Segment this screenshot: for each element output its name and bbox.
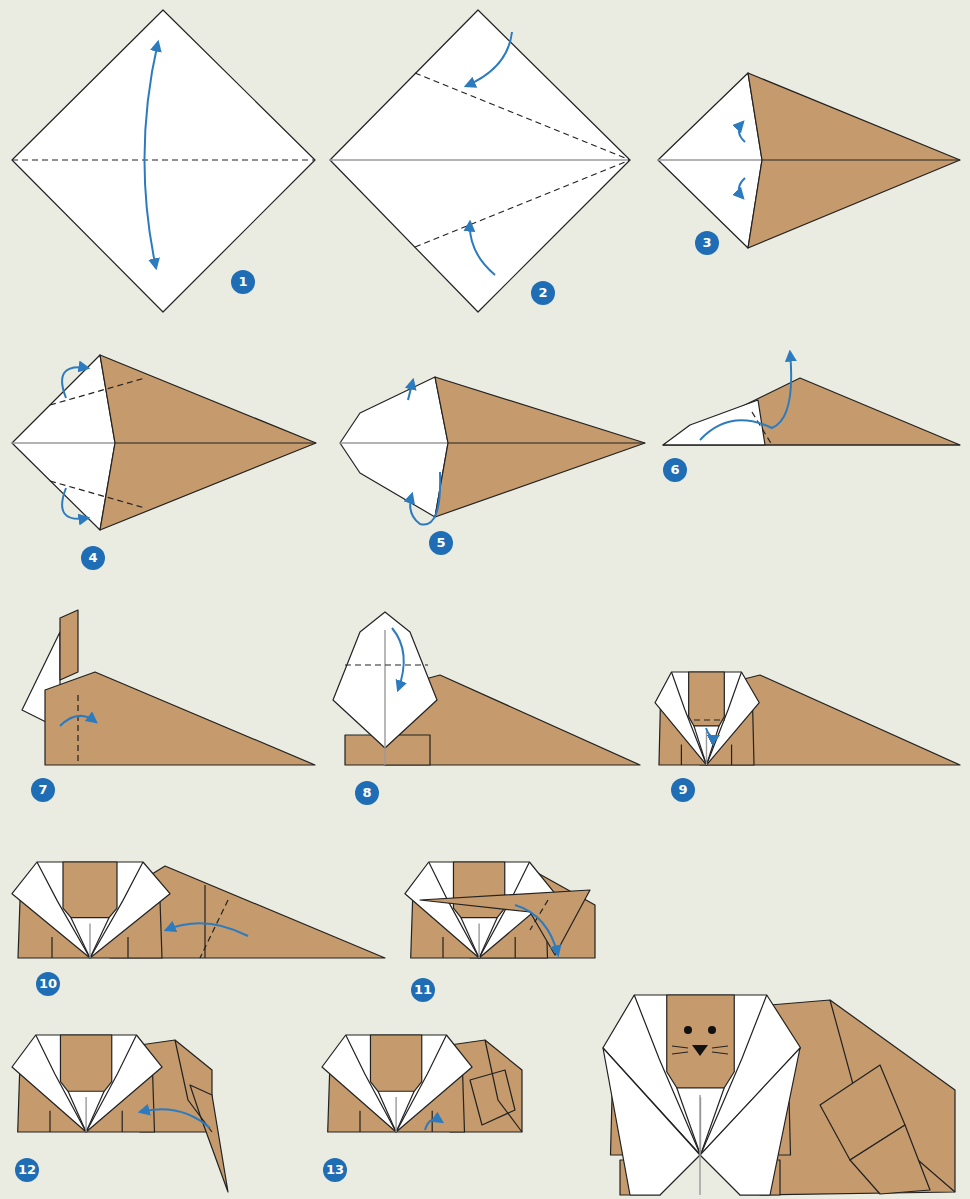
step-10-lion-part — [166, 923, 248, 936]
step-10-lion-part — [200, 900, 228, 958]
step-6-profile-part — [700, 352, 791, 440]
step-5-kite-part — [448, 442, 645, 443]
callout-number: 13 — [323, 1158, 347, 1182]
step-5-kite-part — [340, 442, 448, 443]
step-5-kite-part — [410, 472, 440, 525]
step-4-kite-part — [12, 355, 115, 530]
step-7-profile-part — [45, 672, 315, 765]
step-1-square — [12, 10, 315, 312]
step-6-profile — [663, 352, 960, 445]
step-11-lion — [405, 862, 595, 958]
step-7-profile-part — [60, 610, 78, 680]
step-2-square-part — [330, 10, 630, 312]
finished-lion-part — [684, 1026, 692, 1034]
step-12-lion-part — [140, 1109, 210, 1128]
callout-number: 8 — [355, 781, 379, 805]
callout-number: 4 — [81, 546, 105, 570]
step-12-lion-part — [12, 1035, 162, 1132]
step-2-square-part — [415, 160, 630, 247]
finished-lion-part — [672, 1046, 688, 1048]
step-5-kite — [340, 377, 645, 525]
callout-number: 7 — [31, 778, 55, 802]
step-11-lion-part — [515, 905, 558, 955]
step-11-lion-part — [420, 890, 590, 955]
step-7-profile-part — [77, 695, 78, 765]
step-4-kite-part — [62, 488, 88, 519]
callout-number: 1 — [231, 270, 255, 294]
finished-lion-part — [850, 1125, 930, 1194]
callout-number: 10 — [36, 972, 60, 996]
step-5-kite-part — [435, 377, 645, 517]
callout-number: 3 — [695, 231, 719, 255]
step-2-square-part — [470, 222, 495, 275]
callout-number: 11 — [411, 978, 435, 1002]
step-13-lion — [322, 1035, 522, 1132]
step-12-lion-part — [175, 1040, 212, 1132]
finished-lion-part — [712, 1052, 728, 1054]
finished-lion-part — [672, 1052, 688, 1054]
step-4-kite-part — [62, 367, 88, 398]
step-3-kite-part — [739, 178, 745, 198]
finished-lion-part — [699, 1095, 700, 1195]
callout-number: 9 — [671, 778, 695, 802]
step-6-profile-part — [663, 444, 960, 445]
step-9-lion — [655, 672, 960, 765]
step-5-kite-part — [408, 380, 413, 400]
step-6-profile-part — [663, 400, 765, 445]
step-2-square — [330, 10, 630, 312]
step-7-profile — [22, 610, 315, 765]
finished-lion-part — [700, 1048, 800, 1195]
finished-lion-part — [708, 1026, 716, 1034]
finished-lion — [603, 995, 955, 1195]
step-13-lion-part — [485, 1040, 522, 1132]
finished-lion-part — [692, 1045, 708, 1056]
step-3-kite-part — [739, 122, 745, 142]
step-4-kite — [12, 355, 316, 530]
step-3-kite-part — [658, 159, 762, 160]
step-7-profile-part — [60, 716, 96, 726]
finished-lion-part — [712, 1046, 728, 1048]
step-8-lion-part — [345, 664, 428, 665]
step-8-lion-part — [392, 628, 404, 690]
step-1-square-part — [12, 10, 315, 312]
step-2-square-part — [415, 73, 630, 160]
step-9-lion-part — [655, 672, 759, 765]
step-12-lion — [12, 1035, 228, 1192]
step-3-kite-part — [762, 159, 960, 160]
step-3-kite-part — [748, 73, 960, 248]
callout-number: 6 — [663, 458, 687, 482]
step-1-square-part — [12, 159, 315, 160]
step-8-lion — [333, 612, 640, 765]
step-13-lion-part — [470, 1070, 515, 1125]
step-2-square-part — [330, 159, 630, 160]
callout-number: 12 — [15, 1158, 39, 1182]
step-8-lion-part — [384, 630, 385, 765]
step-13-lion-part — [425, 1119, 442, 1130]
step-2-square-part — [466, 32, 512, 86]
step-6-profile-part — [663, 378, 960, 445]
step-4-kite-part — [115, 442, 316, 443]
step-9-lion-part — [706, 728, 718, 737]
step-3-kite-part — [658, 73, 762, 248]
step-1-square-part — [144, 42, 158, 268]
step-3-kite — [658, 73, 960, 248]
step-13-lion-part — [322, 1035, 472, 1132]
callout-number: 2 — [531, 281, 555, 305]
step-10-lion-part — [12, 862, 170, 958]
finished-lion-part — [603, 1048, 700, 1195]
step-5-kite-part — [340, 377, 448, 517]
step-12-lion-part — [190, 1085, 228, 1192]
step-9-lion-part — [694, 719, 725, 720]
step-6-profile-part — [752, 412, 772, 445]
step-4-kite-part — [12, 442, 115, 443]
step-10-lion — [12, 862, 385, 958]
callout-number: 5 — [429, 531, 453, 555]
